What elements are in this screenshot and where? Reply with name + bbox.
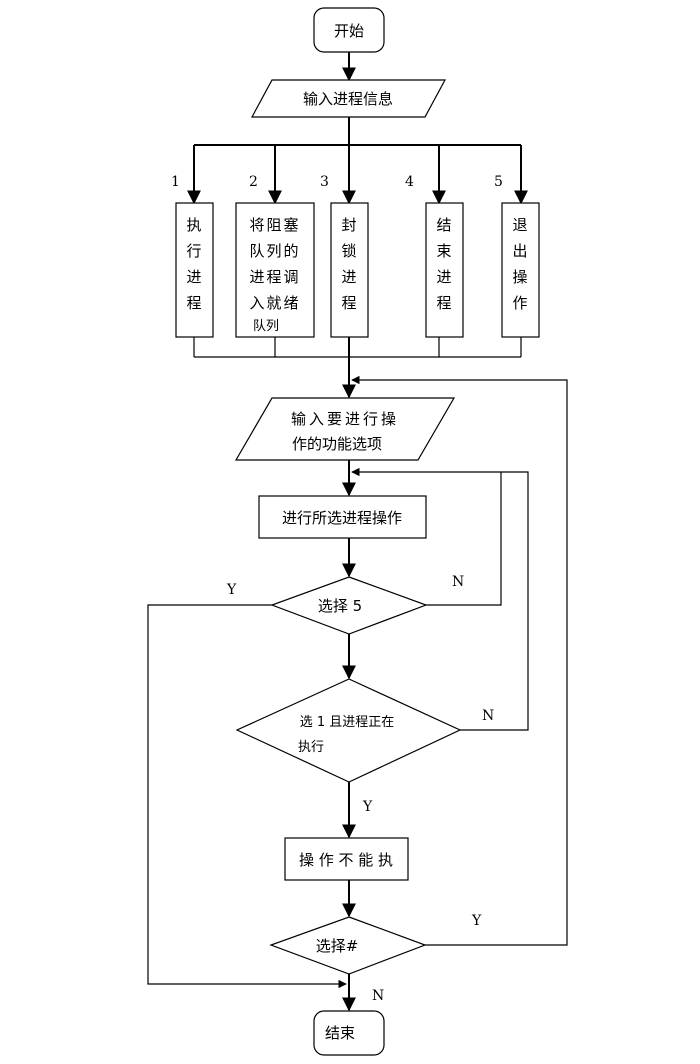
branch-number-3: 3 bbox=[320, 174, 329, 190]
label-select5-yes: Y bbox=[226, 582, 237, 598]
box-end-process: 结 束 进 程 bbox=[425, 202, 464, 338]
box2-line: 队列 bbox=[253, 319, 279, 334]
decision-select-hash: 选择# bbox=[269, 916, 427, 975]
label-select1-yes: Y bbox=[362, 799, 373, 815]
label-select1-no: N bbox=[482, 708, 494, 724]
do-operation-label: 进行所选进程操作 bbox=[282, 509, 402, 527]
decision-select1-line: 执行 bbox=[298, 740, 324, 755]
start-node: 开始 bbox=[313, 7, 385, 53]
box3-char: 锁 bbox=[341, 242, 356, 260]
start-label: 开始 bbox=[334, 22, 364, 40]
branch-numbers: 1 2 3 4 5 bbox=[171, 174, 503, 190]
end-label: 结束 bbox=[325, 1024, 355, 1042]
label-hash-no: N bbox=[372, 988, 384, 1004]
input-operation-node: 输入要进行操 作的功能选项 bbox=[234, 397, 456, 461]
box1-char: 行 bbox=[186, 242, 201, 260]
loop-hash-yes bbox=[351, 375, 568, 946]
box5-char: 出 bbox=[512, 242, 527, 260]
decision-select1-line: 选 1 且进程正在 bbox=[300, 715, 395, 730]
box3-char: 进 bbox=[341, 268, 356, 286]
box4-char: 结 bbox=[436, 216, 451, 234]
decision-hash-label: 选择# bbox=[316, 937, 359, 955]
cannot-execute-node: 操 作 不 能 执 bbox=[284, 837, 409, 881]
box1-char: 执 bbox=[186, 216, 201, 234]
box3-char: 封 bbox=[341, 216, 356, 234]
box1-char: 进 bbox=[186, 268, 201, 286]
connectors bbox=[147, 52, 568, 1012]
box5-char: 操 bbox=[512, 268, 527, 286]
box2-line: 进程调 bbox=[249, 268, 300, 286]
do-operation-node: 进行所选进程操作 bbox=[258, 495, 427, 539]
input-operation-line: 输入要进行操 bbox=[291, 410, 399, 428]
input-info-node: 输入进程信息 bbox=[250, 79, 447, 118]
box1-char: 程 bbox=[186, 294, 201, 312]
loop-select1-no bbox=[351, 467, 529, 731]
branch-number-2: 2 bbox=[249, 174, 258, 190]
box-move-blocked-to-ready: 将阻塞 队列的 进程调 入就绪 队列 bbox=[235, 202, 315, 338]
edge-labels: Y N N Y Y N bbox=[226, 574, 494, 1004]
decision-select5: 选择 5 bbox=[270, 576, 428, 635]
box5-char: 作 bbox=[512, 294, 527, 312]
cannot-execute-label: 操 作 不 能 执 bbox=[299, 851, 393, 869]
box-lock-process: 封 锁 进 程 bbox=[330, 202, 369, 338]
branch-number-4: 4 bbox=[405, 174, 414, 190]
loop-select5-no bbox=[426, 472, 502, 606]
decision-select1-running: 选 1 且进程正在 执行 bbox=[235, 678, 462, 783]
input-operation-line: 作的功能选项 bbox=[292, 435, 382, 453]
box3-char: 程 bbox=[341, 294, 356, 312]
path-select5-yes bbox=[147, 604, 347, 989]
branch-number-1: 1 bbox=[171, 174, 180, 190]
branch-number-5: 5 bbox=[494, 174, 503, 190]
box2-line: 入就绪 bbox=[249, 294, 300, 312]
box4-char: 进 bbox=[436, 268, 451, 286]
box-execute-process: 执 行 进 程 bbox=[175, 202, 214, 338]
input-info-label: 输入进程信息 bbox=[303, 90, 393, 108]
box2-line: 将阻塞 bbox=[249, 216, 300, 234]
label-select5-no: N bbox=[452, 574, 464, 590]
box5-char: 退 bbox=[512, 216, 527, 234]
box2-line: 队列的 bbox=[249, 242, 300, 260]
box4-char: 程 bbox=[436, 294, 451, 312]
box4-char: 束 bbox=[436, 242, 451, 260]
end-node: 结束 bbox=[313, 1010, 385, 1056]
box-exit-operation: 退 出 操 作 bbox=[501, 202, 540, 338]
decision-select5-label: 选择 5 bbox=[318, 597, 362, 615]
label-hash-yes: Y bbox=[471, 913, 482, 929]
